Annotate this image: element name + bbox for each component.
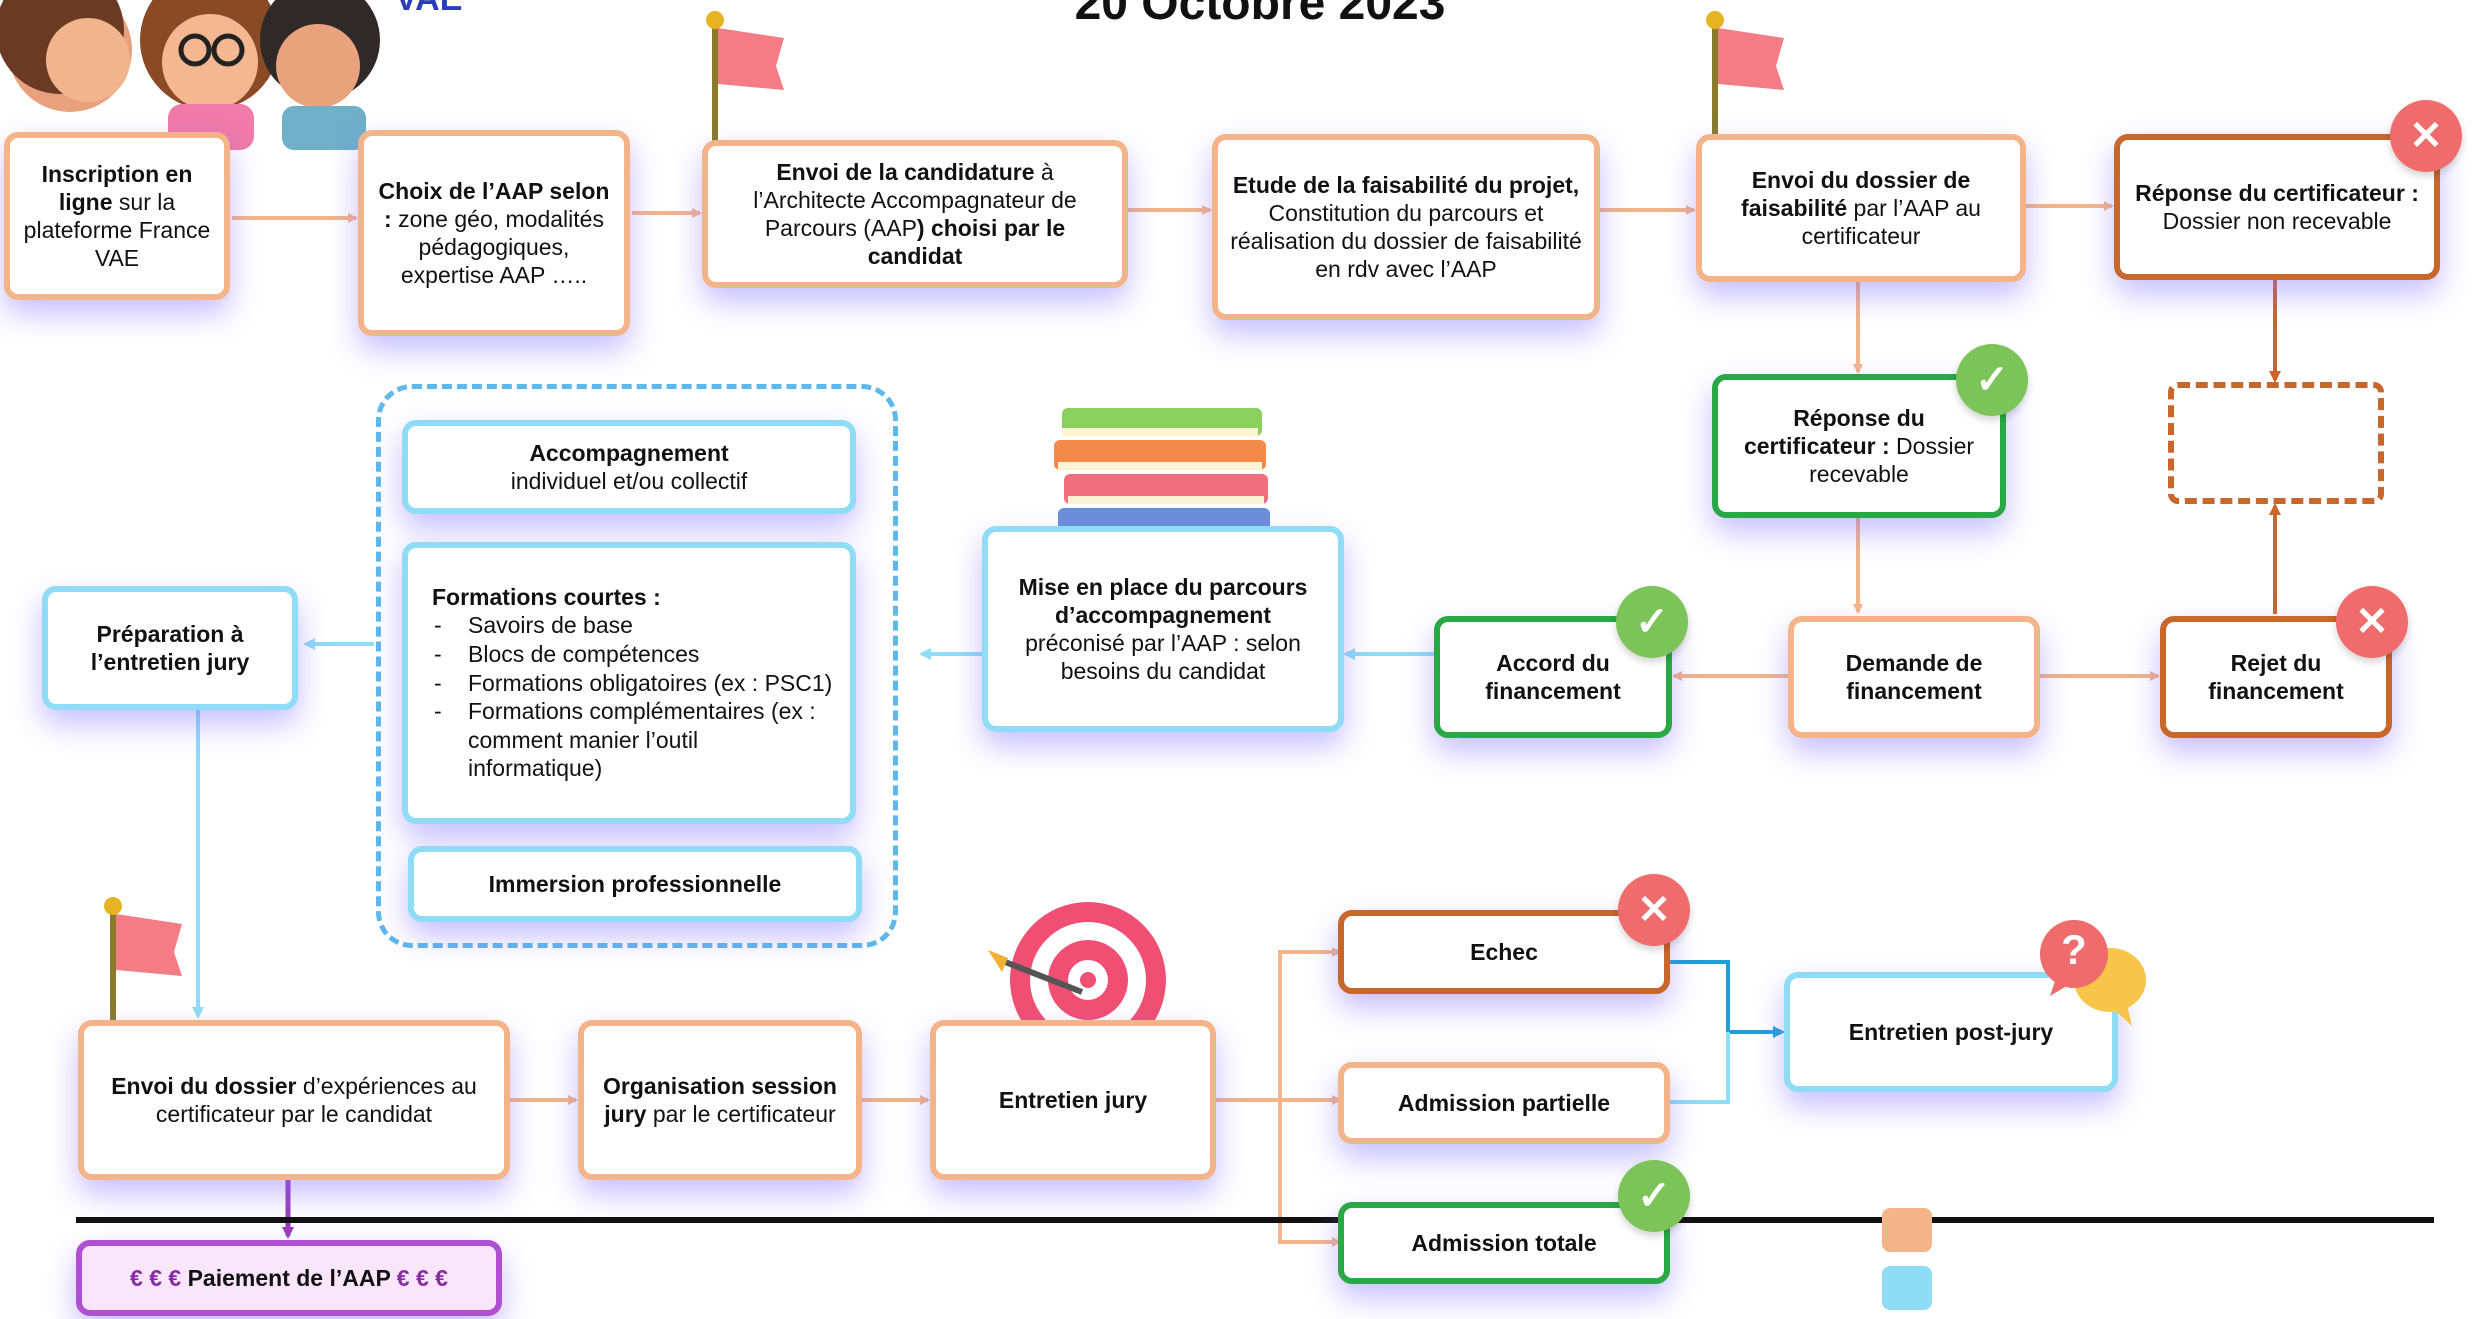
box-demande-financement: Demande de financement <box>1788 616 2040 738</box>
box-admission-partielle: Admission partielle <box>1338 1062 1670 1144</box>
question-icon: ? <box>2061 926 2087 973</box>
mise-en-place-bold: Mise en place du parcours d’accompagneme… <box>1018 573 1308 628</box>
envoi-candidature-bold2: ) choisi par le candidat <box>867 215 1066 270</box>
date-title: 20 Octobre 2023 <box>1074 0 1446 30</box>
cross-icon: ✕ <box>1618 874 1690 946</box>
check-icon: ✓ <box>1618 1160 1690 1232</box>
euro-right: € € € <box>396 1264 448 1291</box>
characters-illustration <box>0 0 380 150</box>
reponse-non-recevable-text: Dossier non recevable <box>2162 208 2392 234</box>
entretien-jury-bold: Entretien jury <box>998 1086 1148 1113</box>
envoi-dossier-faisabilite-text: par l’AAP au certificateur <box>1801 194 1981 250</box>
rejet-financement-bold: Rejet du financement <box>2208 649 2344 704</box>
box-immersion: Immersion professionnelle <box>408 846 862 922</box>
reponse-non-recevable-bold: Réponse du certificateur : <box>2135 179 2419 206</box>
accompagnement-bold: Accompagnement <box>529 439 729 466</box>
box-reponse-recevable: Réponse du certificateur : Dossier recev… <box>1712 374 2006 518</box>
inscription-bold1: Inscription en <box>41 160 193 187</box>
box-rejet-financement: Rejet du financement <box>2160 616 2392 738</box>
box-organisation-session: Organisation session jury par le certifi… <box>578 1020 862 1180</box>
etude-faisabilite-text: Constitution du parcours et réalisation … <box>1230 199 1582 283</box>
formation-item: Formations complémentaires (ex : comment… <box>434 697 838 783</box>
accompagnement-text: individuel et/ou collectif <box>510 468 748 494</box>
reponse-recevable-text: Dossier recevable <box>1809 432 1975 488</box>
flag-icon <box>104 897 182 1022</box>
immersion-bold: Immersion professionnelle <box>488 870 782 897</box>
formations-list: Savoirs de base Blocs de compétences For… <box>432 611 838 782</box>
box-paiement-aap: € € € Paiement de l’AAP € € € <box>76 1240 502 1316</box>
preparation-jury-bold: Préparation à l’entretien jury <box>90 620 250 675</box>
envoi-dossier-experiences-text: d’expériences au certificateur par le ca… <box>155 1072 477 1127</box>
legend-blue-square <box>1882 1266 1932 1310</box>
check-icon: ✓ <box>1956 344 2028 416</box>
books-icon <box>1054 408 1270 532</box>
accord-financement-bold: Accord du financement <box>1485 649 1621 704</box>
formation-item: Formations obligatoires (ex : PSC1) <box>434 669 838 698</box>
admission-totale-bold: Admission totale <box>1411 1229 1597 1256</box>
box-preparation-jury: Préparation à l’entretien jury <box>42 586 298 710</box>
box-envoi-dossier-faisabilite: Envoi du dossier de faisabilité par l’AA… <box>1696 134 2026 282</box>
box-choix-aap: Choix de l’AAP selon : zone géo, modalit… <box>358 130 630 336</box>
box-formations-courtes: Formations courtes : Savoirs de base Blo… <box>402 542 856 824</box>
formation-item: Savoirs de base <box>434 611 838 640</box>
arrow-echec-postjury <box>1670 960 1785 1038</box>
reponse-recevable-bold: Réponse du certificateur : <box>1743 404 1925 459</box>
formations-courtes-title: Formations courtes : <box>432 584 661 611</box>
box-reponse-non-recevable: Réponse du certificateur : Dossier non r… <box>2114 134 2440 280</box>
arrow-jury-branches <box>1216 950 1338 1244</box>
cross-icon: ✕ <box>2390 100 2462 172</box>
formation-item: Blocs de compétences <box>434 640 838 669</box>
envoi-candidature-bold1: Envoi de la candidature <box>776 158 1035 185</box>
choix-aap-bold: Choix de l’AAP selon : <box>378 177 610 232</box>
paiement-aap-bold: Paiement de l’AAP <box>181 1264 397 1291</box>
mise-en-place-text: préconisé par l’AAP : selon besoins du c… <box>1025 630 1301 685</box>
box-etude-faisabilite: Etude de la faisabilité du projet, Const… <box>1212 134 1600 320</box>
target-icon <box>988 902 1166 1040</box>
entretien-post-jury-bold: Entretien post-jury <box>1848 1018 2054 1045</box>
envoi-dossier-experiences-bold: Envoi du dossier <box>111 1072 297 1099</box>
box-admission-totale: Admission totale <box>1338 1202 1670 1284</box>
echec-bold: Echec <box>1470 938 1538 965</box>
inscription-text: sur la plateforme France VAE <box>23 188 211 272</box>
box-entretien-jury: Entretien jury <box>930 1020 1216 1180</box>
admission-partielle-bold: Admission partielle <box>1397 1089 1611 1116</box>
box-entretien-post-jury: Entretien post-jury <box>1784 972 2118 1092</box>
cross-icon: ✕ <box>2336 586 2408 658</box>
box-envoi-candidature: Envoi de la candidature à l’Architecte A… <box>702 140 1128 288</box>
flag-icon <box>1706 11 1784 136</box>
box-mise-en-place: Mise en place du parcours d’accompagneme… <box>982 526 1344 732</box>
legend-peach-square <box>1882 1208 1932 1252</box>
envoi-dossier-faisabilite-bold: Envoi du dossier de faisabilité <box>1741 166 1971 221</box>
demande-financement-bold: Demande de financement <box>1845 649 1983 704</box>
organisation-session-text: par le certificateur <box>646 1101 836 1127</box>
parcours-group <box>376 384 898 948</box>
organisation-session-bold: Organisation session jury <box>603 1072 837 1127</box>
check-icon: ✓ <box>1616 586 1688 658</box>
box-envoi-dossier-experiences: Envoi du dossier d’expériences au certif… <box>78 1020 510 1180</box>
envoi-candidature-text: à l’Architecte Accompagnateur de Parcour… <box>753 158 1077 241</box>
brand-label: VAE <box>395 0 462 19</box>
box-echec: Echec <box>1338 910 1670 994</box>
choix-aap-text: zone géo, modalités pédagogiques, expert… <box>391 205 604 289</box>
flag-icon <box>706 11 784 160</box>
speech-bubble-icon <box>2040 920 2146 1026</box>
etude-faisabilite-bold: Etude de la faisabilité du projet, <box>1232 171 1580 198</box>
arrow-partielle-postjury <box>1670 1032 1730 1104</box>
empty-dashed-box <box>2168 382 2384 504</box>
euro-left: € € € <box>130 1264 182 1291</box>
inscription-bold2: ligne <box>58 188 113 215</box>
